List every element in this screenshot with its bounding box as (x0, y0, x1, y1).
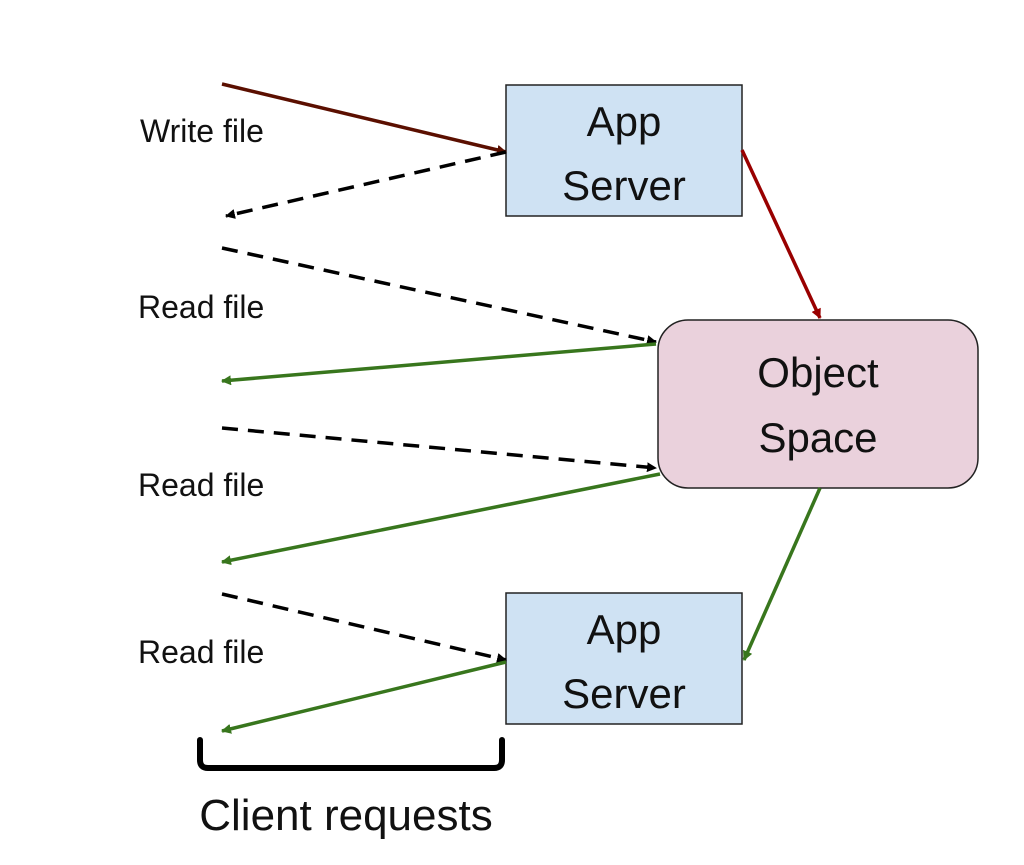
app-server-bottom-line2: Server (562, 670, 686, 717)
read-request-2-arrow (221, 426, 657, 473)
read-request-3-arrow (221, 592, 507, 663)
client-requests-caption: Client requests (199, 791, 492, 840)
app-server-top-node: App Server (505, 84, 743, 217)
app-server-bottom-line1: App (587, 606, 662, 653)
app-server-bottom-box (505, 592, 743, 725)
client-requests-bracket (197, 737, 505, 771)
read-file-label-1: Read file (138, 289, 264, 325)
write-request-arrow (221, 82, 507, 155)
read-file-label-3: Read file (138, 634, 264, 670)
app-server-top-line2: Server (562, 162, 686, 209)
object-space-line2: Space (758, 414, 877, 461)
read-request-1-arrow (221, 246, 657, 345)
read-response-1-arrow (221, 342, 657, 386)
object-space-line1: Object (757, 349, 879, 396)
object-space-box (657, 319, 979, 489)
write-file-label: Write file (140, 113, 264, 149)
app-server-bottom-node: App Server (505, 592, 743, 725)
read-response-2-arrow (221, 472, 661, 566)
object-space-to-app-server-arrow (742, 487, 822, 661)
read-file-label-2: Read file (138, 467, 264, 503)
read-response-3-arrow (221, 660, 507, 734)
app-server-top-box (505, 84, 743, 217)
object-space-node: Object Space (657, 319, 979, 489)
replicate-to-object-space-arrow (740, 149, 822, 319)
write-ack-arrow (225, 150, 507, 219)
app-server-top-line1: App (587, 98, 662, 145)
